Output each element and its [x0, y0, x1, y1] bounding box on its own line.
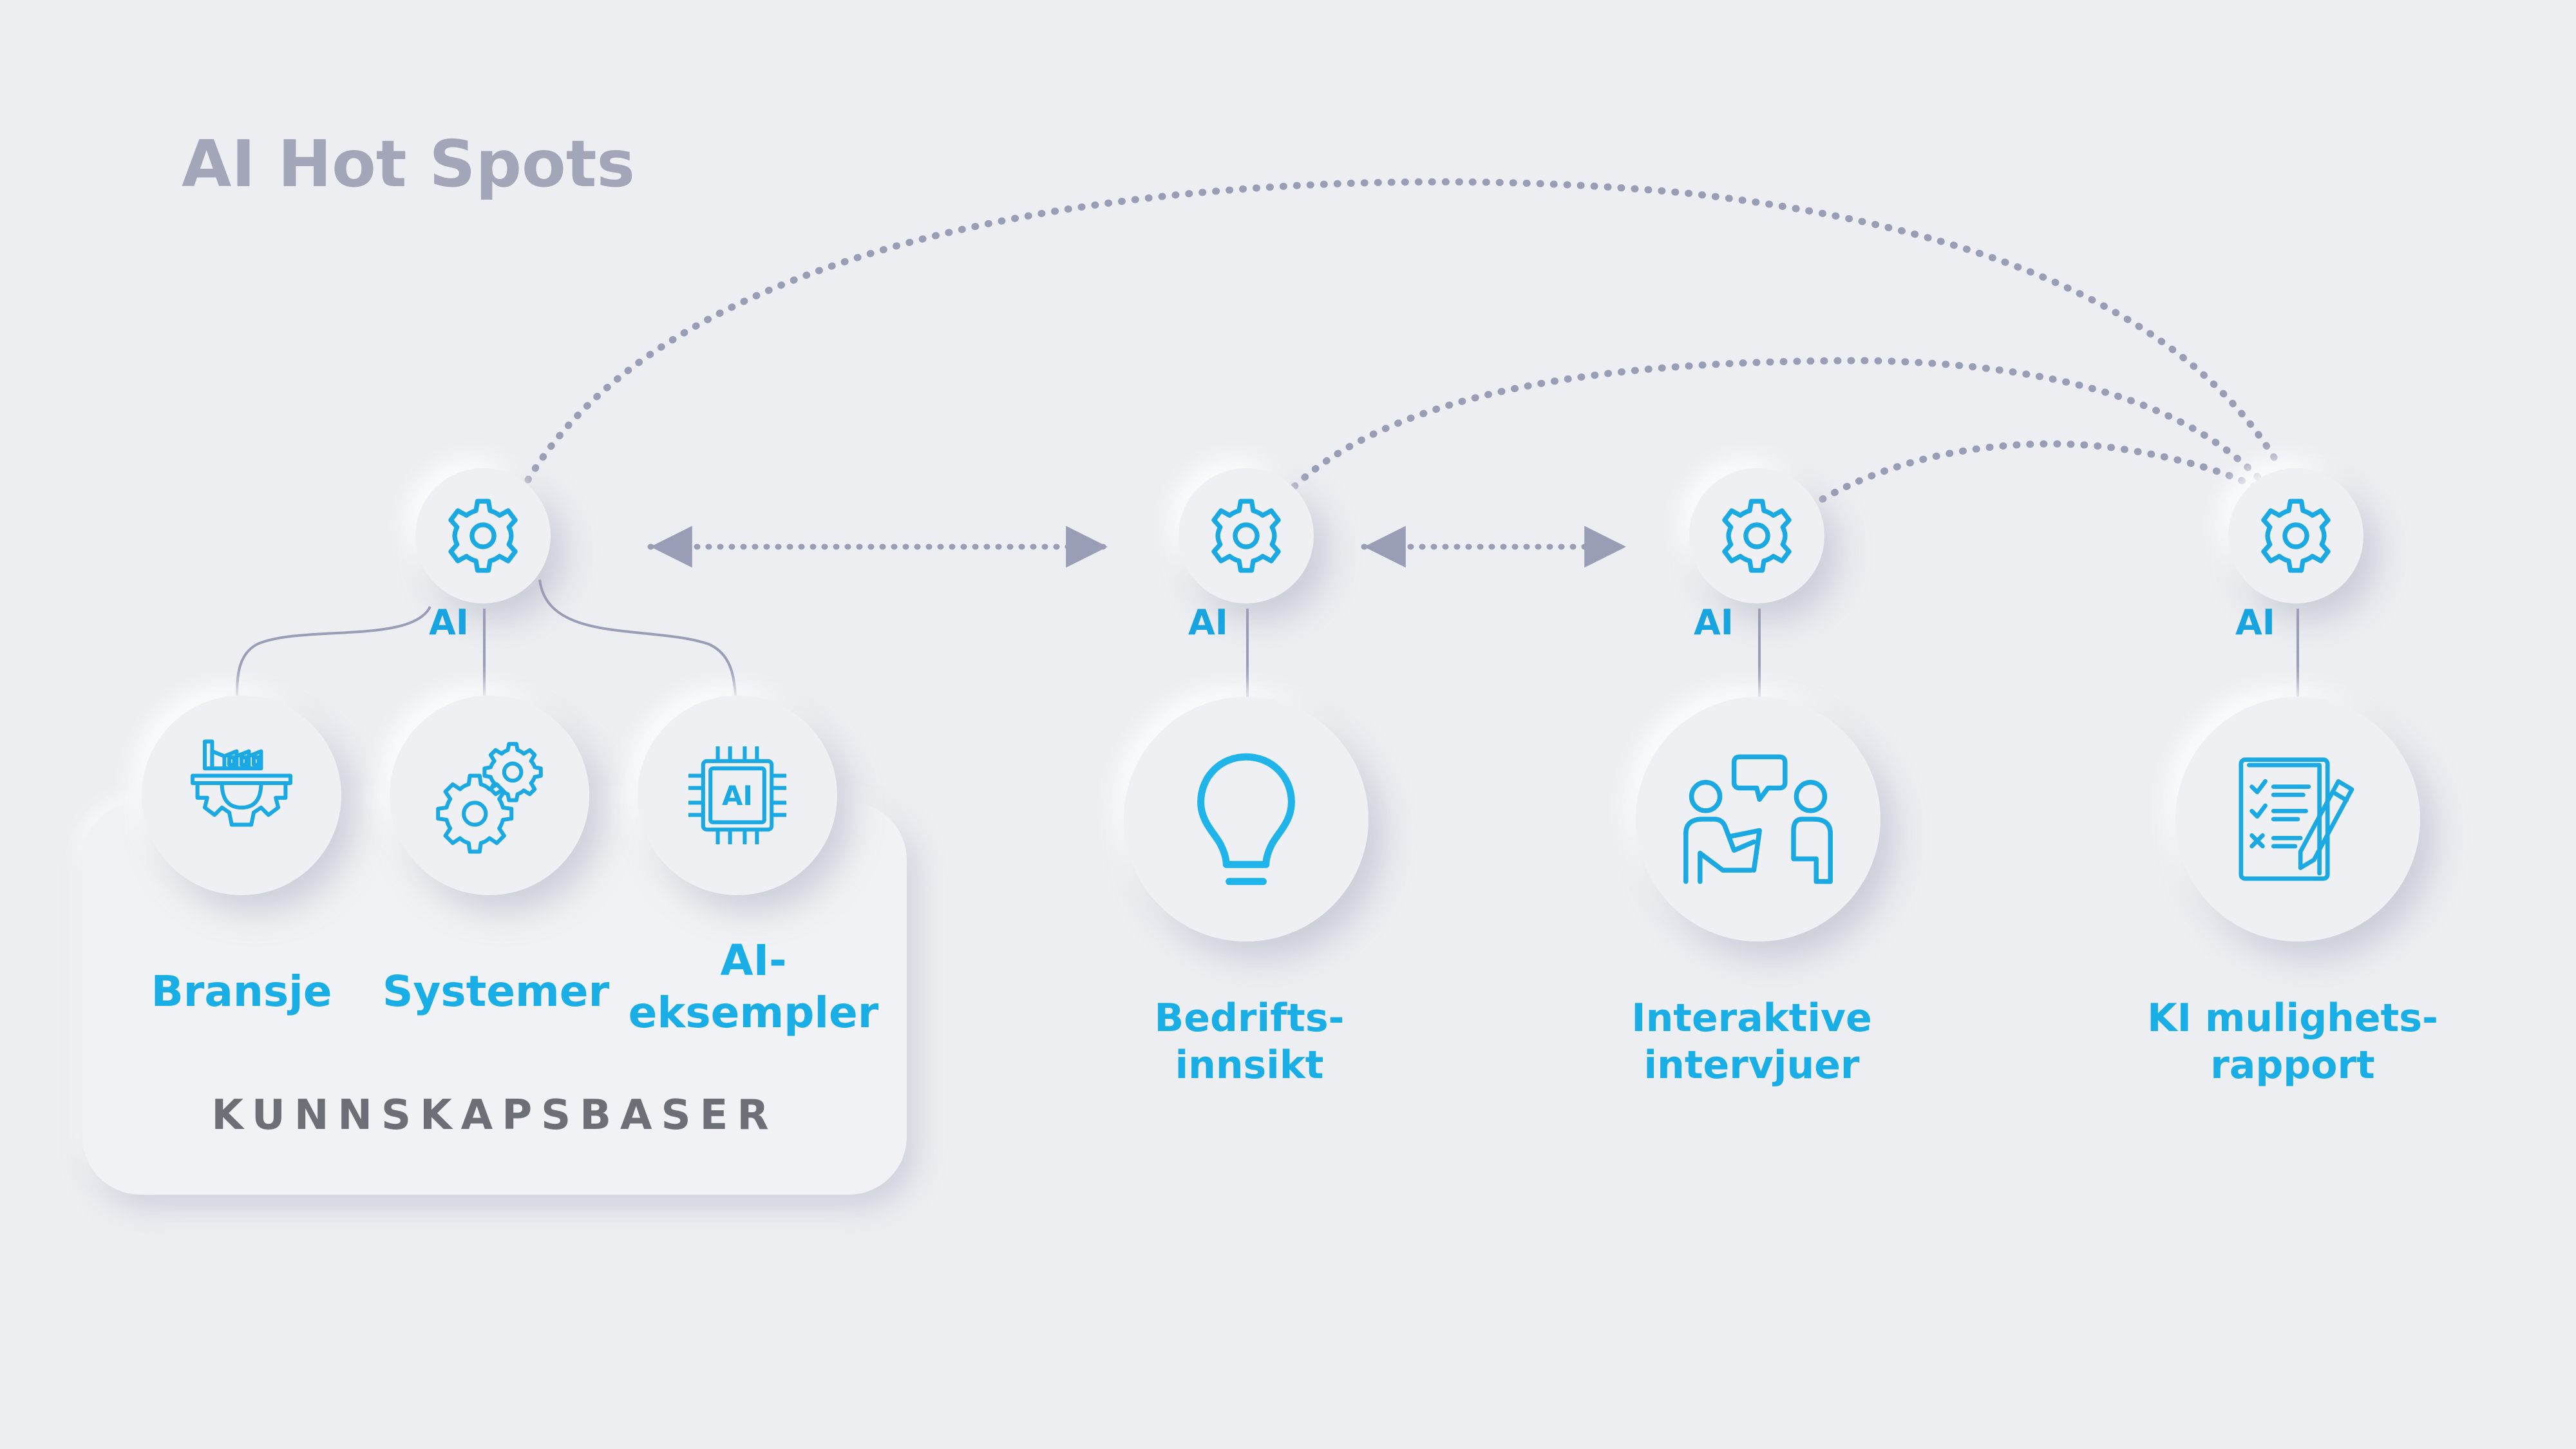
ai-tag: AI [429, 602, 469, 643]
factory-gear-icon [190, 739, 293, 827]
report-checklist-icon [2239, 757, 2354, 881]
stage-node-interaktive-intervjuer [1636, 697, 1880, 942]
lightbulb-icon [1197, 753, 1295, 886]
svg-text:AI: AI [722, 780, 753, 811]
page-title: AI Hot Spots [182, 126, 636, 202]
tree-branch-right [538, 579, 737, 696]
gear-icon [1211, 498, 1281, 573]
arc-kb-to-report [524, 178, 2284, 484]
kb-node-ai-eksempler: AI [638, 696, 837, 895]
stage-label-bedriftsinnsikt: Bedrifts- innsikt [1095, 995, 1404, 1089]
ai-hub-gear-1 [415, 468, 551, 603]
stage-node-ki-mulighetsrapport [2175, 697, 2420, 942]
ai-hub-gear-4 [2228, 468, 2363, 603]
kb-label-systemer: Systemer [382, 967, 610, 1016]
ai-hub-gear-2 [1179, 468, 1314, 603]
kb-node-systemer [390, 696, 589, 895]
stage-label-line: intervjuer [1643, 1043, 1860, 1088]
tree-branch-left [236, 606, 431, 696]
stage-label-line: rapport [2210, 1043, 2375, 1088]
stage-label-line: KI mulighets- [2147, 996, 2438, 1041]
gear-icon [1722, 498, 1792, 573]
ai-tag: AI [2235, 602, 2275, 643]
kb-label-line: eksempler [628, 987, 879, 1037]
ai-hub-gear-3 [1689, 468, 1824, 603]
arc-insight-to-report [1291, 357, 2264, 490]
kb-label-ai-eksempler: AI- eksempler [618, 935, 889, 1039]
kb-node-bransje [142, 696, 341, 895]
stage-label-line: Interaktive [1631, 996, 1872, 1041]
interview-icon [1683, 754, 1833, 884]
stage-label-interaktive-intervjuer: Interaktive intervjuer [1591, 995, 1913, 1089]
kb-label-bransje: Bransje [151, 967, 332, 1016]
kb-label-line: AI- [720, 936, 787, 985]
gear-icon [448, 498, 518, 573]
stage-label-ki-mulighetsrapport: KI mulighets- rapport [2119, 995, 2467, 1089]
ai-chip-icon: AI [688, 746, 786, 844]
arc-interviews-to-report [1819, 440, 2258, 503]
gear-icon [2261, 498, 2331, 573]
stage-node-bedriftsinnsikt [1124, 697, 1368, 942]
ai-tag: AI [1694, 602, 1734, 643]
knowledge-base-label: KUNNSKAPSBASER [211, 1092, 778, 1139]
stage-label-line: innsikt [1175, 1043, 1324, 1088]
ai-tag: AI [1188, 602, 1228, 643]
stage-label-line: Bedrifts- [1154, 996, 1345, 1041]
gears-icon [436, 742, 543, 854]
